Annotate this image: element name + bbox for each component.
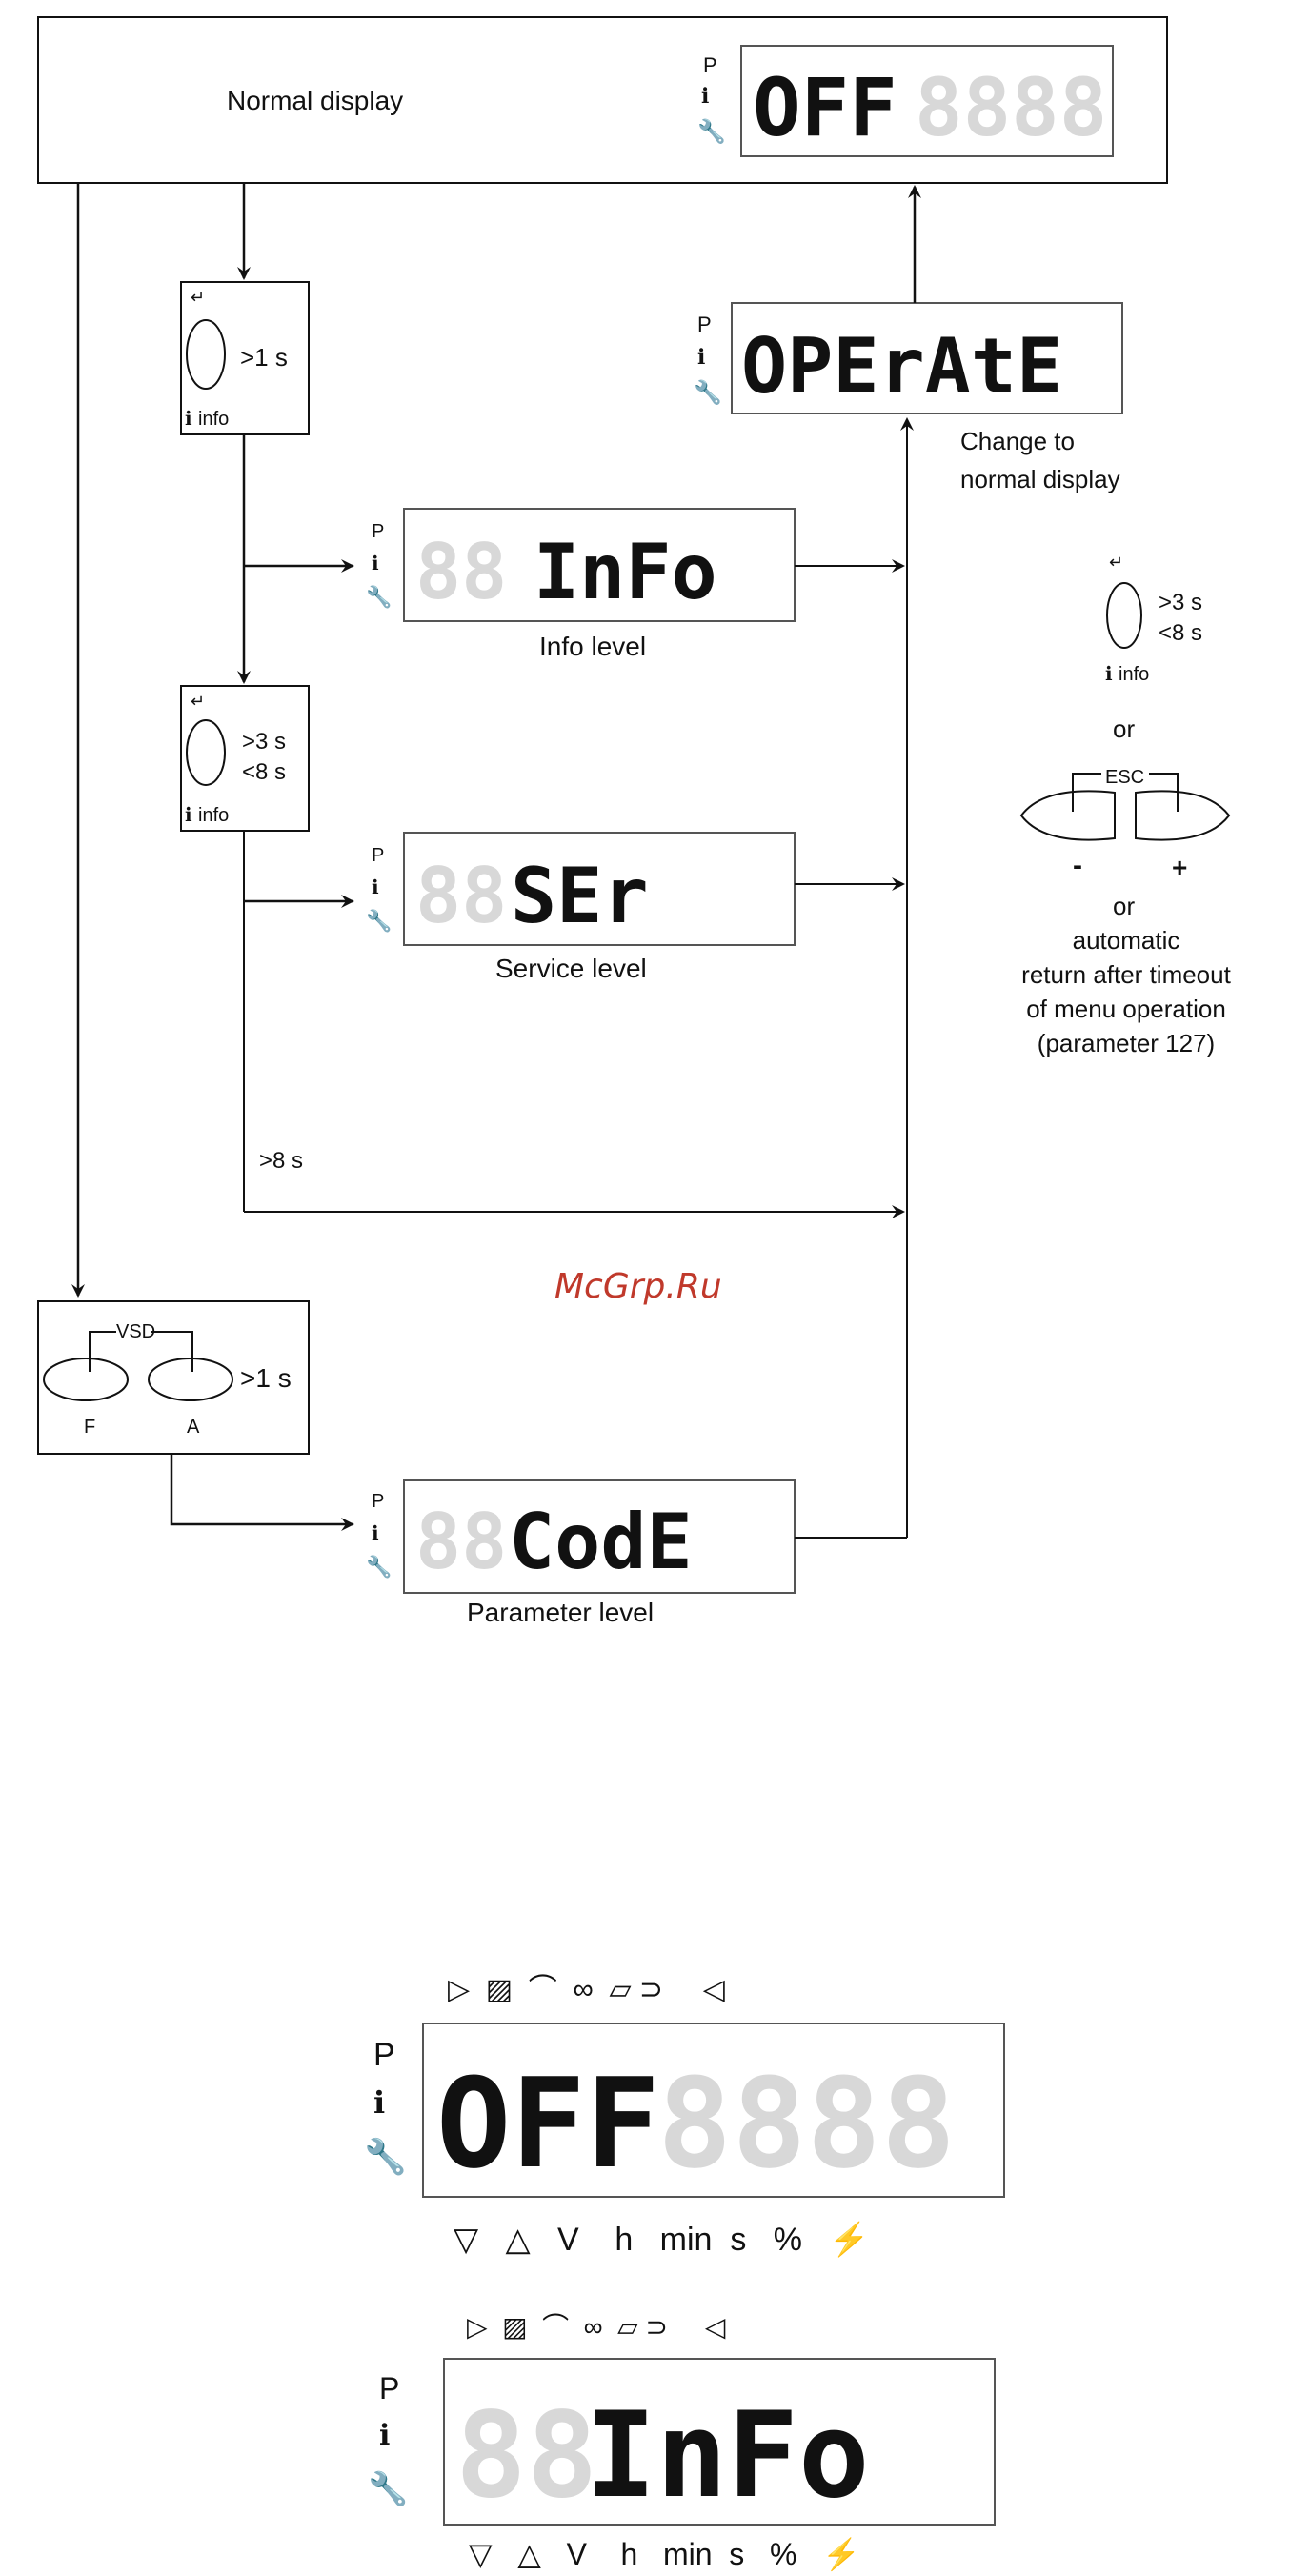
info-icon: ℹ xyxy=(1105,664,1113,685)
info-icon: ℹ xyxy=(372,877,379,898)
svg-text:88: 88 xyxy=(415,1498,507,1586)
svg-text:88: 88 xyxy=(415,852,507,940)
minus-label: - xyxy=(1073,850,1082,881)
top-icons-row: ▷ ▨ ⌒ ∞ ▱ ⊃ ◁ xyxy=(448,1974,725,2005)
info-level-label: Info level xyxy=(539,632,646,661)
minus-button-icon xyxy=(1019,790,1116,841)
automatic-label: automatic xyxy=(1073,926,1180,955)
or-label-2: or xyxy=(1113,892,1135,920)
display-panel-info: ▷ ▨ ⌒ ∞ ▱ ⊃ ◁ P ℹ 🔧 88 InFo ▽ △ V h min … xyxy=(368,2312,996,2572)
display-text-service: SEr xyxy=(511,852,649,940)
panel-text-off: OFF xyxy=(436,2051,660,2196)
top-icons-row: ▷ ▨ ⌒ ∞ ▱ ⊃ ◁ xyxy=(467,2312,726,2342)
display-parameter-level: P ℹ 🔧 88 CodE xyxy=(366,1479,796,1594)
parameter-level-label: Parameter level xyxy=(467,1598,654,1627)
info-icon: ℹ xyxy=(373,2085,385,2120)
p-icon: P xyxy=(372,845,384,866)
plus-label: + xyxy=(1172,853,1187,882)
info-icon: ℹ xyxy=(372,1523,379,1544)
info-button-icon xyxy=(186,319,226,390)
gt3s-label: >3 s xyxy=(1159,590,1202,615)
lt8s-label: <8 s xyxy=(242,759,286,785)
svg-text:8888: 8888 xyxy=(657,2051,956,2196)
svg-text:88: 88 xyxy=(455,2387,597,2525)
esc-label: ESC xyxy=(1105,767,1144,788)
of-menu-label: of menu operation xyxy=(1026,995,1226,1023)
info-icon: ℹ xyxy=(372,553,379,574)
watermark: McGrp.Ru xyxy=(554,1267,722,1306)
display-text-operate: OPErAtE xyxy=(741,322,1062,411)
info-button-icon xyxy=(186,719,226,786)
p-icon: P xyxy=(373,2037,395,2073)
panel-text-info: InFo xyxy=(585,2387,870,2525)
gt1s-label: >1 s xyxy=(240,1363,292,1393)
f-label: F xyxy=(84,1417,95,1438)
display-operate: P ℹ 🔧 OPErAtE xyxy=(694,302,1123,414)
normal-display-label: Normal display xyxy=(227,86,403,115)
normal-display-label-2: normal display xyxy=(960,465,1120,493)
display-info-level: P ℹ 🔧 88 InFo xyxy=(366,508,796,622)
p-icon: P xyxy=(372,1491,384,1512)
lt8s-label: <8 s xyxy=(1159,620,1202,646)
wrench-icon: 🔧 xyxy=(368,2469,408,2507)
display-text-code: CodE xyxy=(509,1498,693,1586)
p-icon: P xyxy=(697,312,712,336)
wrench-icon: 🔧 xyxy=(697,117,726,145)
info-label: info xyxy=(198,805,229,826)
button-box-gt1s: ↵ >1 s ℹ info xyxy=(180,281,310,435)
display-off-top: P ℹ 🔧 OFF 8888 xyxy=(697,45,1114,157)
or-label-1: or xyxy=(1113,714,1135,743)
button-box-3-8s: ↵ >3 s <8 s ℹ info xyxy=(180,685,310,832)
wrench-icon: 🔧 xyxy=(366,584,392,609)
info-icon: ℹ xyxy=(697,345,705,369)
a-label: A xyxy=(187,1417,200,1438)
wrench-icon: 🔧 xyxy=(366,1554,392,1579)
vsd-label: VSD xyxy=(116,1321,155,1342)
info-label: info xyxy=(1119,664,1149,685)
units-row: ▽ △ V h min s % ⚡ xyxy=(469,2537,860,2572)
p-icon: P xyxy=(372,521,384,542)
svg-text:88: 88 xyxy=(415,528,507,616)
svg-text:↵: ↵ xyxy=(191,692,205,711)
arrow-vsd-to-parameter xyxy=(170,1454,354,1531)
gt1s-label: >1 s xyxy=(240,343,288,372)
display-service-level: P ℹ 🔧 88 SEr xyxy=(366,832,796,946)
a-button-icon xyxy=(148,1358,233,1401)
wrench-icon: 🔧 xyxy=(694,378,722,406)
change-to-label: Change to xyxy=(960,427,1075,455)
normal-display-box xyxy=(37,16,1168,184)
p-icon: P xyxy=(703,53,717,77)
info-button-icon xyxy=(1106,582,1142,649)
units-row: ▽ △ V h min s % ⚡ xyxy=(454,2221,870,2259)
gt3s-label: >3 s xyxy=(242,729,286,755)
info-icon: ℹ xyxy=(379,2420,390,2451)
info-label: info xyxy=(198,409,229,430)
display-ghost: 8888 xyxy=(915,61,1107,154)
svg-text:↵: ↵ xyxy=(1109,553,1123,572)
display-panel-off: ▷ ▨ ⌒ ∞ ▱ ⊃ ◁ P ℹ 🔧 OFF 8888 ▽ △ V h min… xyxy=(364,1974,1005,2259)
plus-button-icon xyxy=(1135,790,1231,841)
info-icon: ℹ xyxy=(185,409,192,430)
return-legend: ↵ >3 s <8 s ℹ info or ESC - + or automat… xyxy=(1019,553,1232,1057)
info-icon: ℹ xyxy=(701,84,709,108)
info-icon: ℹ xyxy=(185,805,192,826)
parameter-127-label: (parameter 127) xyxy=(1038,1029,1215,1057)
svg-text:↵: ↵ xyxy=(191,288,205,307)
wrench-icon: 🔧 xyxy=(366,908,392,933)
p-icon: P xyxy=(379,2371,399,2405)
return-label: return after timeout xyxy=(1021,960,1231,989)
gt8s-label: >8 s xyxy=(259,1148,303,1174)
display-text-off: OFF xyxy=(753,61,897,154)
vsd-button-box: VSD >1 s F A xyxy=(37,1300,310,1455)
display-text-info: InFo xyxy=(534,528,717,616)
service-level-label: Service level xyxy=(495,954,647,983)
f-button-icon xyxy=(43,1358,129,1401)
wrench-icon: 🔧 xyxy=(364,2136,407,2176)
